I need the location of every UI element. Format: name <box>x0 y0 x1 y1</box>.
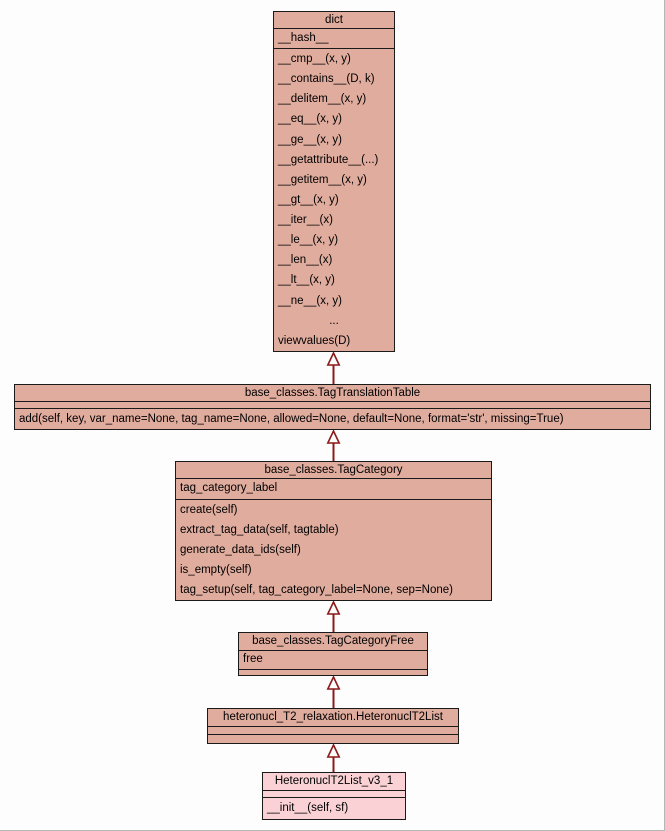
method-row: generate_data_ids(self) <box>180 544 301 556</box>
method-row: is_empty(self) <box>180 564 252 576</box>
method-row: __delitem__(x, y) <box>278 93 367 106</box>
method-row: __iter__(x) <box>278 214 333 226</box>
attributes-compartment: __hash__ <box>274 28 394 48</box>
method-row: __le__(x, y) <box>278 234 339 247</box>
methods-compartment <box>239 669 427 675</box>
method-row: __lt__(x, y) <box>278 274 335 287</box>
method-row: __init__(self, sf) <box>267 802 349 814</box>
class-box-tag-category[interactable]: base_classes.TagCategory tag_category_la… <box>175 461 492 601</box>
methods-compartment: __cmp__(x, y) __contains__(D, k) __delit… <box>274 48 394 351</box>
methods-compartment: create(self) extract_tag_data(self, tagt… <box>176 499 491 600</box>
class-title: base_classes.TagCategoryFree <box>252 635 414 647</box>
inheritance-arrow <box>326 744 341 772</box>
method-row: create(self) <box>180 504 238 516</box>
attributes-compartment <box>208 726 458 734</box>
method-row: __cmp__(x, y) <box>278 53 351 65</box>
methods-compartment <box>208 734 458 743</box>
class-box-heteronucl-t2-list-v3-1[interactable]: HeteronuclT2List_v3_1 __init__(self, sf) <box>262 772 406 820</box>
method-row: __ne__(x, y) <box>278 294 342 307</box>
method-row: __gt__(x, y) <box>278 193 339 206</box>
methods-compartment: add(self, key, var_name=None, tag_name=N… <box>15 408 650 429</box>
attribute-row: free <box>243 653 263 665</box>
class-title: dict <box>325 14 343 26</box>
method-row: extract_tag_data(self, tagtable) <box>180 524 339 536</box>
attributes-compartment: free <box>239 650 427 669</box>
method-row: __getattribute__(...) <box>278 153 379 166</box>
attribute-row: __hash__ <box>278 32 329 44</box>
inheritance-arrow <box>326 601 341 632</box>
class-title: heteronucl_T2_relaxation.HeteronuclT2Lis… <box>223 711 443 723</box>
class-box-dict[interactable]: dict __hash__ __cmp__(x, y) __contains__… <box>273 11 395 352</box>
method-row: __contains__(D, k) <box>278 73 375 86</box>
ellipsis-row: ... <box>329 314 339 327</box>
method-row: viewvalues(D) <box>278 334 351 347</box>
class-box-tag-translation-table[interactable]: base_classes.TagTranslationTable add(sel… <box>14 384 651 430</box>
method-row: __ge__(x, y) <box>278 133 342 146</box>
inheritance-arrow <box>326 352 341 384</box>
method-row: __getitem__(x, y) <box>278 173 367 186</box>
methods-compartment: __init__(self, sf) <box>263 797 405 819</box>
class-box-tag-category-free[interactable]: base_classes.TagCategoryFree free <box>238 632 428 676</box>
inheritance-arrow <box>326 430 341 461</box>
class-title: HeteronuclT2List_v3_1 <box>274 775 394 787</box>
method-row: __len__(x) <box>278 254 333 267</box>
attributes-compartment: tag_category_label <box>176 478 491 499</box>
inheritance-arrow <box>326 676 341 708</box>
attributes-compartment <box>263 790 405 797</box>
method-row: add(self, key, var_name=None, tag_name=N… <box>19 413 564 425</box>
attribute-row: tag_category_label <box>180 482 278 494</box>
class-title: base_classes.TagCategory <box>264 464 403 476</box>
method-row: tag_setup(self, tag_category_label=None,… <box>180 584 453 596</box>
method-row: __eq__(x, y) <box>278 113 342 126</box>
class-title: base_classes.TagTranslationTable <box>244 387 421 399</box>
class-box-heteronucl-t2-list[interactable]: heteronucl_T2_relaxation.HeteronuclT2Lis… <box>207 708 459 744</box>
attributes-compartment <box>15 401 650 408</box>
